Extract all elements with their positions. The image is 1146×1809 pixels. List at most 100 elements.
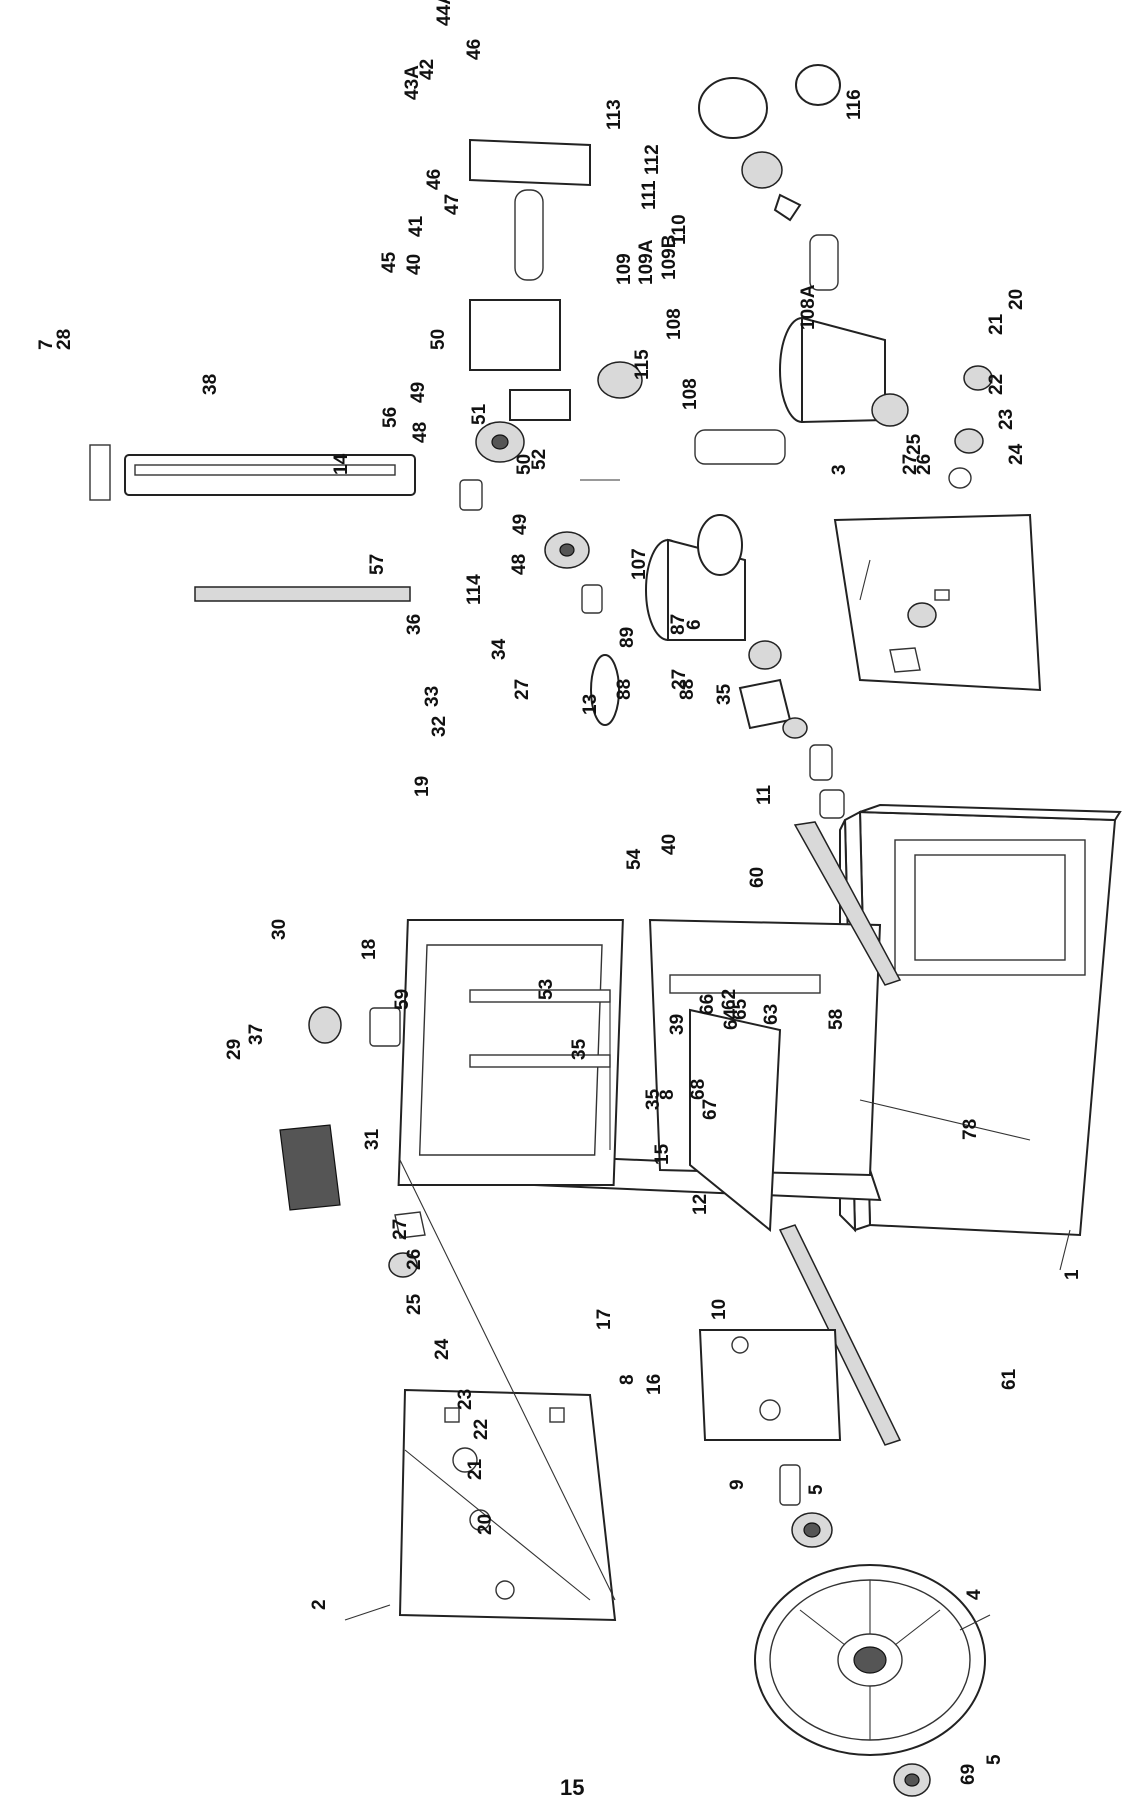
callout-22: 22 <box>471 1419 492 1440</box>
callout-45: 45 <box>379 251 400 273</box>
callout-36: 36 <box>404 614 425 635</box>
callout-27: 27 <box>900 454 921 475</box>
callout-109A: 109A <box>636 239 657 285</box>
table-plate <box>689 1008 782 1233</box>
callout-53: 53 <box>536 979 557 1000</box>
callout-20: 20 <box>475 1514 496 1535</box>
callout-16: 16 <box>644 1374 665 1395</box>
callout-32: 32 <box>429 716 450 737</box>
callout-33: 33 <box>422 686 443 707</box>
callout-11: 11 <box>754 784 775 805</box>
callout-69: 69 <box>958 1764 979 1785</box>
callout-21: 21 <box>465 1458 486 1480</box>
guide-rails <box>778 821 902 1446</box>
callout-34: 34 <box>489 638 510 660</box>
callout-10: 10 <box>709 1299 730 1320</box>
callout-38: 38 <box>200 374 221 395</box>
callout-27: 27 <box>512 679 533 700</box>
callout-46: 46 <box>424 169 445 190</box>
mincer-small-parts <box>698 64 841 291</box>
callout-110: 110 <box>669 214 690 245</box>
callout-17: 17 <box>594 1309 615 1330</box>
callout-67: 67 <box>700 1099 721 1120</box>
callout-52: 52 <box>529 449 550 470</box>
callout-108: 108 <box>680 378 701 410</box>
callout-20: 20 <box>1006 289 1027 310</box>
callout-59: 59 <box>392 989 413 1010</box>
callout-109B: 109B <box>659 235 680 280</box>
callout-21: 21 <box>986 313 1007 335</box>
main-frame <box>397 918 882 1202</box>
drive-wheel <box>754 1564 986 1756</box>
page-number: 15 <box>560 1775 584 1800</box>
callout-108A: 108A <box>798 284 819 330</box>
tension-knob-set-right <box>889 365 993 673</box>
callout-116: 116 <box>844 89 865 120</box>
mincer-attachment-lower <box>590 514 782 726</box>
callout-9: 9 <box>727 1479 748 1490</box>
callout-60: 60 <box>747 867 768 888</box>
callout-12: 12 <box>690 1194 711 1215</box>
callout-44A: 44A <box>434 0 455 26</box>
callout-111: 111 <box>639 180 660 210</box>
callout-25: 25 <box>404 1293 425 1315</box>
callout-108: 108 <box>664 308 685 340</box>
tension-knob-set-left <box>388 1211 426 1278</box>
callout-42: 42 <box>417 59 438 80</box>
callout-49: 49 <box>408 382 429 403</box>
callout-1: 1 <box>1062 1269 1083 1280</box>
callout-23: 23 <box>455 1389 476 1410</box>
side-cover-plate-3 <box>833 513 1042 692</box>
callout-114: 114 <box>464 574 485 605</box>
guide-bearings <box>459 361 643 614</box>
callout-labels: 1234556788910111213141516171819202021212… <box>36 0 1083 1785</box>
wheel-bearings <box>779 1464 931 1797</box>
callout-65: 65 <box>730 998 751 1020</box>
callout-62: 62 <box>719 989 740 1010</box>
callout-6: 6 <box>684 619 705 630</box>
callout-61: 61 <box>999 1368 1020 1390</box>
callout-24: 24 <box>432 1338 453 1360</box>
callout-22: 22 <box>986 374 1007 395</box>
callout-35: 35 <box>714 683 735 705</box>
callout-19: 19 <box>412 776 433 797</box>
callout-28: 28 <box>54 329 75 350</box>
callout-5: 5 <box>984 1754 1005 1765</box>
callout-8: 8 <box>617 1374 638 1385</box>
side-cover-plate-2 <box>398 1388 617 1622</box>
callout-3: 3 <box>829 464 850 475</box>
callout-64: 64 <box>721 1008 742 1030</box>
callout-35: 35 <box>643 1088 664 1110</box>
callout-115: 115 <box>632 349 653 380</box>
callout-35: 35 <box>569 1038 590 1060</box>
bracket-10 <box>698 1329 842 1441</box>
callout-14: 14 <box>331 453 352 475</box>
callout-107: 107 <box>629 548 650 580</box>
callout-88: 88 <box>677 679 698 700</box>
callout-109: 109 <box>614 253 635 285</box>
callout-88: 88 <box>614 679 635 700</box>
callout-57: 57 <box>367 554 388 575</box>
callout-40: 40 <box>659 834 680 855</box>
leader-lines <box>344 479 1071 1631</box>
callout-113: 113 <box>604 99 625 130</box>
callout-46: 46 <box>464 39 485 60</box>
guide-holder-blocks <box>469 138 591 421</box>
blade-guide-column <box>89 444 416 602</box>
callout-66: 66 <box>697 994 718 1015</box>
callout-27: 27 <box>669 669 690 690</box>
callout-41: 41 <box>406 215 427 237</box>
callout-37: 37 <box>246 1024 267 1045</box>
callout-43A: 43A <box>402 65 423 100</box>
callout-26: 26 <box>404 1249 425 1270</box>
callout-18: 18 <box>359 939 380 960</box>
callout-30: 30 <box>269 919 290 940</box>
callout-68: 68 <box>688 1079 709 1100</box>
callout-49: 49 <box>510 514 531 535</box>
switch-assembly <box>279 1006 401 1211</box>
callout-25: 25 <box>904 433 925 455</box>
callout-31: 31 <box>362 1128 383 1150</box>
callout-8: 8 <box>657 1089 678 1100</box>
callout-26: 26 <box>914 454 935 475</box>
